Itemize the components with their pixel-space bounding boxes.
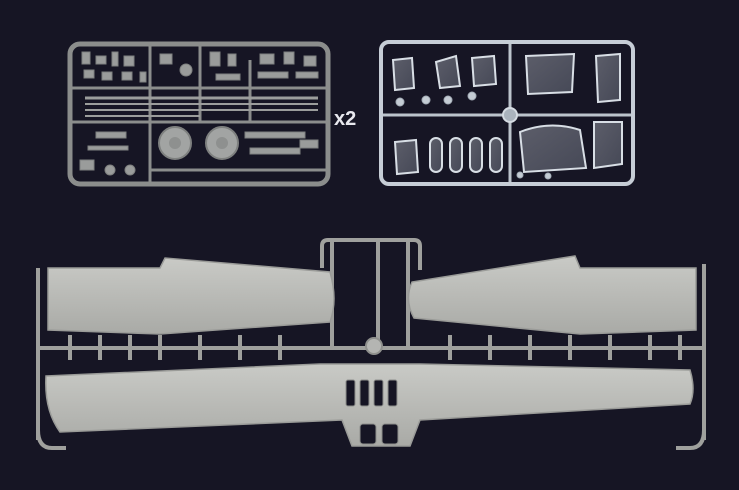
clear-canopy-sprue — [379, 40, 635, 186]
wheel-part — [205, 126, 239, 160]
wing-sprue — [36, 238, 706, 450]
wheel-part — [158, 126, 192, 160]
lower-wing — [45, 363, 694, 447]
right-upper-wing — [407, 255, 697, 335]
grey-small-parts-sprue — [67, 41, 331, 187]
multiplier-label: x2 — [334, 108, 357, 130]
left-upper-wing — [47, 257, 335, 335]
